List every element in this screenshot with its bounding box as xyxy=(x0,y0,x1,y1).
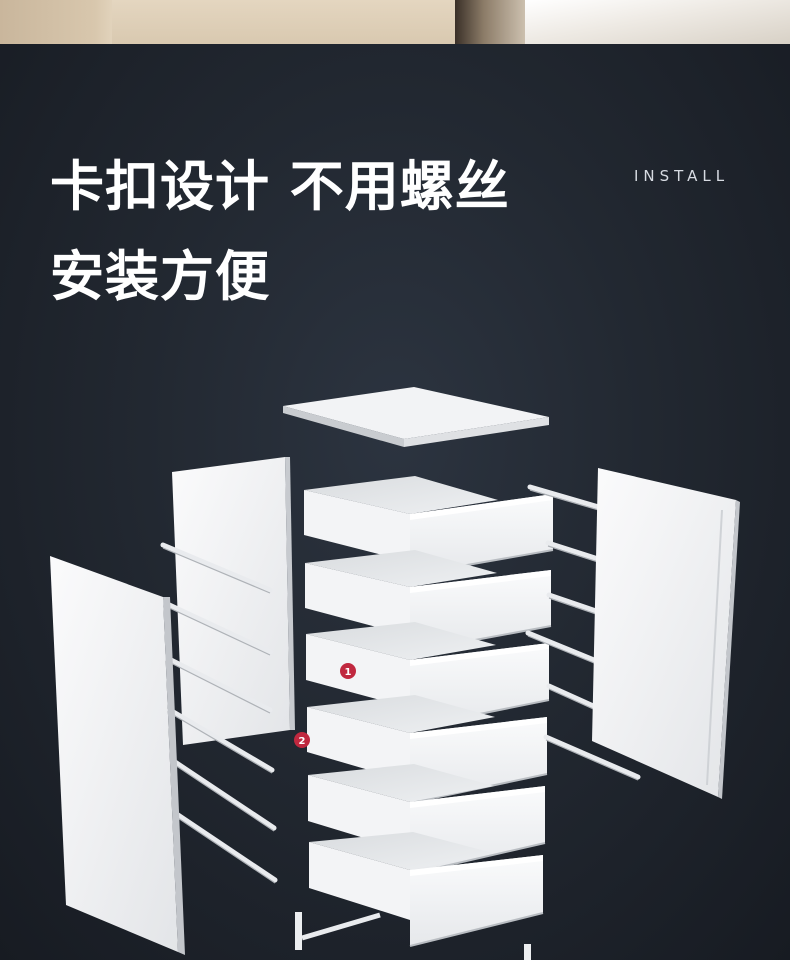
drawer-stack xyxy=(304,476,554,947)
left-rail-set xyxy=(160,542,278,883)
callout-number-1: 1 xyxy=(345,667,352,678)
drawer-1 xyxy=(304,476,554,576)
cabinet-side-photo xyxy=(112,0,457,44)
cabinet-gap-photo xyxy=(455,0,527,44)
drawer-edge-photo xyxy=(525,0,790,44)
headline-line-2: 安装方便 xyxy=(50,245,270,308)
drawer-5 xyxy=(308,764,546,875)
left-front-side-panel xyxy=(50,556,185,955)
base-frame-legs xyxy=(295,912,531,960)
callout-badge-2: 2 xyxy=(294,732,310,748)
top-product-photo-strip xyxy=(0,0,790,44)
install-eyebrow-label: INSTALL xyxy=(634,167,730,185)
top-lid-panel xyxy=(283,387,549,447)
callout-number-2: 2 xyxy=(299,736,306,747)
headline-line-1: 卡扣设计 不用螺丝 xyxy=(50,155,510,218)
drawer-4 xyxy=(307,695,548,804)
left-back-side-panel xyxy=(172,457,295,745)
callout-badge-1: 1 xyxy=(340,663,356,679)
right-side-panel xyxy=(592,468,740,799)
drawer-6 xyxy=(309,832,544,947)
drawer-2 xyxy=(305,550,552,653)
